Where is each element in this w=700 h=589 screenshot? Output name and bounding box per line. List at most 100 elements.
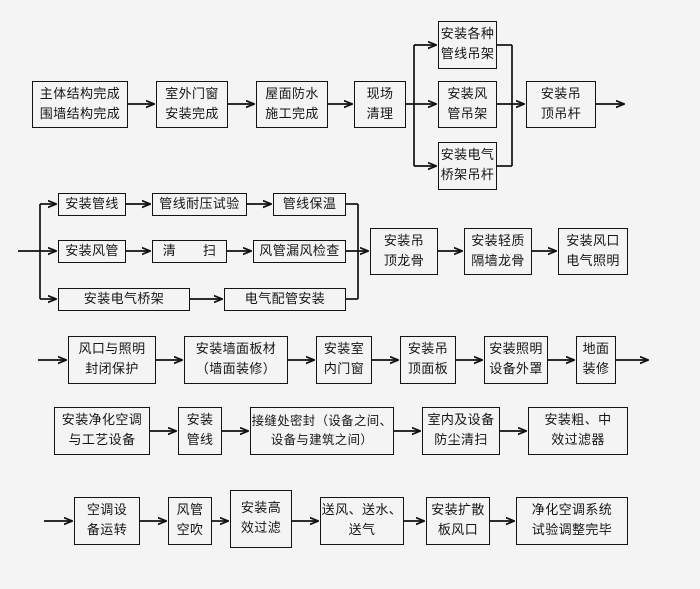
- node-line: 顶龙骨: [383, 253, 425, 269]
- node-line: 风管: [176, 503, 204, 519]
- node-roof-waterproofing[interactable]: 屋面防水 施工完成: [256, 81, 328, 128]
- node-line: 内门窗: [323, 362, 365, 377]
- node-install-hepa-filters[interactable]: 安装高 效过滤: [230, 490, 292, 548]
- node-line: 管线耐压试验: [159, 196, 240, 212]
- node-floor-finishing[interactable]: 地面 装修: [576, 336, 616, 384]
- node-line: 隔墙龙骨: [471, 253, 525, 269]
- node-install-air-ducts[interactable]: 安装风管: [58, 240, 126, 263]
- node-install-clean-ac-process-equipment[interactable]: 安装净化空调 与工艺设备: [54, 407, 150, 455]
- node-line: 安装完成: [165, 106, 219, 122]
- node-line: 效过滤: [240, 521, 282, 536]
- node-line: 效过滤器: [551, 433, 605, 448]
- node-line: 顶吊杆: [540, 106, 582, 122]
- node-line: 安装电气: [440, 148, 495, 164]
- node-line: 管吊架: [447, 106, 488, 122]
- node-ac-equipment-operation[interactable]: 空调设 备运转: [74, 497, 140, 545]
- node-install-light-partition-keel[interactable]: 安装轻质 隔墙龙骨: [464, 228, 532, 275]
- node-line: 板风口: [437, 523, 479, 538]
- node-line: 备运转: [86, 523, 128, 538]
- node-install-diffuser-outlet[interactable]: 安装扩散 板风口: [426, 497, 490, 545]
- node-line: 室外门窗: [165, 86, 219, 102]
- node-line: 顶面板: [407, 362, 449, 377]
- node-joint-sealing[interactable]: 接缝处密封（设备之间、 设备与建筑之间）: [250, 407, 394, 455]
- node-line: 管线: [186, 433, 214, 448]
- node-line: 安装高: [240, 501, 282, 517]
- node-line: 风口与照明: [78, 342, 146, 358]
- node-line: 施工完成: [265, 106, 319, 122]
- node-line: 屋面防水: [265, 86, 319, 102]
- node-line: 安装管线: [65, 196, 119, 212]
- node-duct-leak-test[interactable]: 风管漏风检查: [253, 240, 346, 263]
- node-line: 清 扫: [162, 243, 217, 259]
- node-line: 装修: [582, 362, 610, 377]
- node-line: 设备与建筑之间）: [270, 432, 374, 447]
- node-install-duct-hangers[interactable]: 安装风 管吊架: [438, 81, 497, 128]
- node-main-structure-complete[interactable]: 主体结构完成 围墙结构完成: [32, 81, 128, 128]
- node-pipeline-pressure-test[interactable]: 管线耐压试验: [152, 193, 247, 216]
- node-line: 电气配管安装: [244, 291, 326, 307]
- node-line: 与工艺设备: [68, 433, 136, 448]
- node-line: 安装电气桥架: [83, 291, 165, 307]
- node-line: 安装各种: [440, 27, 495, 43]
- node-line: 安装室: [323, 342, 365, 358]
- node-install-interior-doors-windows[interactable]: 安装室 内门窗: [316, 336, 372, 384]
- node-electrical-conduit-install[interactable]: 电气配管安装: [224, 288, 346, 311]
- node-install-pipelines[interactable]: 安装管线: [58, 193, 126, 216]
- node-outlet-lighting-protection[interactable]: 风口与照明 封闭保护: [68, 336, 156, 384]
- node-line: 试验调整完毕: [531, 523, 613, 538]
- node-install-coarse-medium-filters[interactable]: 安装粗、中 效过滤器: [528, 407, 628, 455]
- node-line: 空吹: [176, 523, 204, 538]
- node-duct-cleaning[interactable]: 清 扫: [152, 240, 227, 263]
- node-line: 桥架吊杆: [440, 168, 495, 183]
- node-line: 风管漏风检查: [259, 243, 340, 259]
- node-install-ceiling-hanger-rods[interactable]: 安装吊 顶吊杆: [526, 81, 596, 128]
- node-line: 接缝处密封（设备之间、: [251, 413, 393, 429]
- node-line: 封闭保护: [85, 362, 139, 377]
- node-line: 安装墙面板材: [195, 342, 277, 358]
- node-line: 安装照明: [489, 342, 543, 358]
- node-line: 送风、送水、: [321, 503, 403, 519]
- node-duct-air-blowing[interactable]: 风管 空吹: [168, 497, 212, 545]
- node-line: 电气照明: [566, 253, 620, 269]
- node-site-cleanup[interactable]: 现场 清理: [354, 81, 406, 128]
- node-line: 送气: [348, 523, 376, 538]
- node-line: 安装吊: [383, 233, 425, 249]
- node-line: 安装粗、中: [544, 413, 612, 429]
- node-line: 设备外罩: [489, 362, 543, 377]
- node-install-wall-panels[interactable]: 安装墙面板材 （墙面装修）: [184, 336, 288, 384]
- node-install-pipelines-2[interactable]: 安装 管线: [178, 407, 222, 455]
- node-clean-ac-system-commissioning-complete[interactable]: 净化空调系统 试验调整完毕: [516, 497, 628, 545]
- node-line: 安装净化空调: [61, 413, 143, 429]
- node-line: 安装吊: [407, 342, 449, 358]
- node-install-pipeline-hangers[interactable]: 安装各种 管线吊架: [438, 21, 497, 69]
- node-line: 空调设: [86, 503, 128, 519]
- node-install-electrical-tray-hangers[interactable]: 安装电气 桥架吊杆: [438, 142, 497, 190]
- node-exterior-doors-windows[interactable]: 室外门窗 安装完成: [156, 81, 228, 128]
- node-line: 防尘清扫: [434, 433, 488, 448]
- node-supply-air-water-gas[interactable]: 送风、送水、 送气: [320, 497, 404, 545]
- node-indoor-equipment-dust-cleaning[interactable]: 室内及设备 防尘清扫: [422, 407, 500, 455]
- node-line: 安装风管: [65, 243, 119, 259]
- node-pipeline-insulation[interactable]: 管线保温: [273, 193, 346, 216]
- node-line: 室内及设备: [427, 413, 495, 429]
- node-line: 主体结构完成: [39, 86, 121, 102]
- node-line: 管线吊架: [440, 47, 495, 62]
- node-install-lighting-covers[interactable]: 安装照明 设备外罩: [484, 336, 548, 384]
- node-install-electrical-tray[interactable]: 安装电气桥架: [58, 288, 190, 311]
- node-line: 安装风口: [566, 233, 620, 249]
- node-line: 管线保温: [282, 196, 337, 212]
- node-install-ceiling-keel[interactable]: 安装吊 顶龙骨: [370, 228, 438, 275]
- node-line: 安装扩散: [431, 503, 485, 519]
- node-line: 清理: [366, 106, 394, 122]
- node-line: 围墙结构完成: [39, 106, 121, 122]
- node-line: 现场: [366, 86, 394, 102]
- node-install-ceiling-panels[interactable]: 安装吊 顶面板: [400, 336, 456, 384]
- node-line: 地面: [582, 342, 610, 358]
- node-install-air-outlet-lighting[interactable]: 安装风口 电气照明: [558, 228, 628, 275]
- node-line: 安装: [186, 413, 214, 429]
- node-line: 安装吊: [540, 86, 582, 102]
- node-line: （墙面装修）: [195, 362, 277, 377]
- node-line: 安装风: [447, 86, 488, 102]
- node-line: 净化空调系统: [531, 503, 613, 519]
